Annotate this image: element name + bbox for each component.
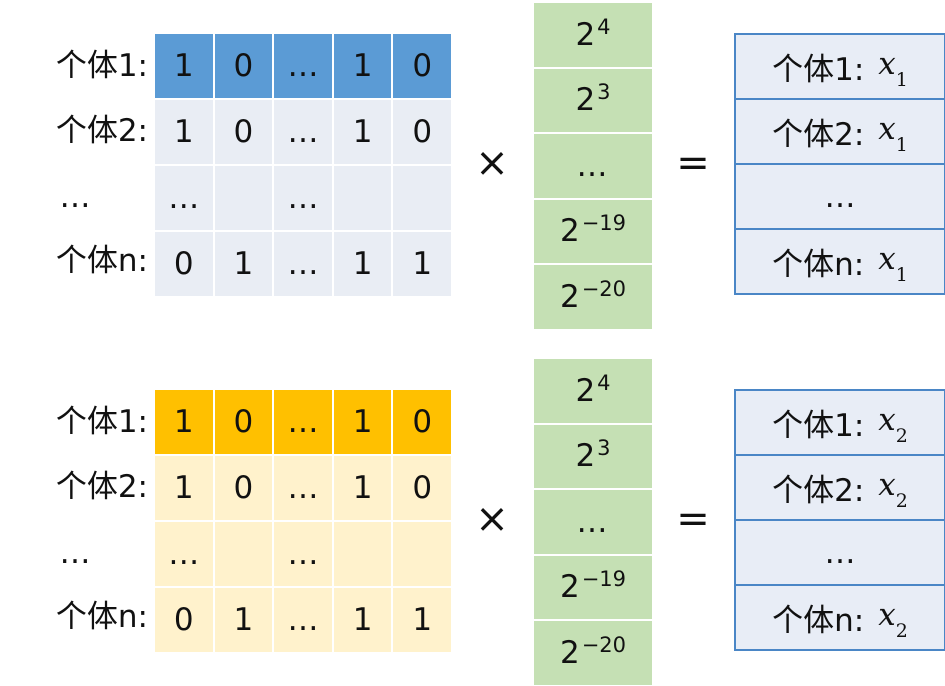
matrix-cell	[393, 166, 451, 230]
matrix-cell: 0	[214, 456, 273, 520]
result-cell: …	[736, 521, 944, 584]
result-cell: 个体1:x2	[736, 391, 944, 454]
matrix-cell	[214, 522, 273, 586]
row-label: 个体2:	[55, 469, 148, 505]
matrix-cell: …	[155, 522, 213, 586]
row-label: 个体1:	[55, 404, 148, 440]
equals-operator: =	[676, 496, 710, 542]
matrix-cell: 1	[393, 588, 451, 652]
power-cell: 2−20	[534, 621, 652, 685]
matrix-cell: 1	[393, 232, 451, 296]
matrix-cell: 1	[333, 390, 392, 454]
matrix-cell	[333, 166, 392, 230]
population-block-1: 个体1: 个体2: … 个体n: 1 0 … 1 0 1 0 … 1 0 … ……	[0, 0, 945, 330]
row-label: …	[59, 535, 91, 571]
matrix-cell: 0	[214, 390, 273, 454]
matrix-cell: 1	[155, 390, 213, 454]
equals-operator: =	[676, 140, 710, 186]
binary-matrix: 1 0 … 1 0 1 0 … 1 0 … … 0 1 … 1 1	[155, 34, 451, 296]
result-cell: 个体1:x1	[736, 35, 944, 98]
matrix-cell: …	[274, 34, 332, 98]
power-cell: …	[534, 134, 652, 198]
matrix-cell: 0	[393, 456, 451, 520]
matrix-cell: 1	[333, 588, 392, 652]
row-label: …	[59, 179, 91, 215]
row-label: 个体2:	[55, 113, 148, 149]
matrix-cell: …	[274, 456, 332, 520]
matrix-cell: …	[274, 522, 332, 586]
matrix-cell: 0	[393, 390, 451, 454]
matrix-cell	[393, 522, 451, 586]
row-label: 个体1:	[55, 48, 148, 84]
matrix-cell: 1	[333, 456, 392, 520]
matrix-cell: 0	[214, 100, 273, 164]
population-block-2: 个体1: 个体2: … 个体n: 1 0 … 1 0 1 0 … 1 0 … ……	[0, 356, 945, 686]
matrix-cell: 1	[155, 34, 213, 98]
matrix-cell: …	[274, 166, 332, 230]
power-cell: 2−20	[534, 265, 652, 329]
matrix-cell: …	[155, 166, 213, 230]
result-cell: …	[736, 165, 944, 228]
matrix-cell: 0	[214, 34, 273, 98]
result-cell: 个体2:x1	[736, 100, 944, 163]
power-cell: 2−19	[534, 199, 652, 263]
matrix-cell: …	[274, 588, 332, 652]
matrix-cell: 0	[393, 34, 451, 98]
multiply-operator: ×	[475, 496, 509, 542]
power-cell: …	[534, 490, 652, 554]
matrix-cell: 1	[155, 456, 213, 520]
result-column: 个体1:x1 个体2:x1 … 个体n:x1	[734, 33, 945, 295]
matrix-cell: …	[274, 390, 332, 454]
multiply-operator: ×	[475, 140, 509, 186]
matrix-cell	[333, 522, 392, 586]
binary-matrix: 1 0 … 1 0 1 0 … 1 0 … … 0 1 … 1 1	[155, 390, 451, 652]
matrix-cell: 1	[333, 232, 392, 296]
matrix-cell: …	[274, 100, 332, 164]
result-cell: 个体2:x2	[736, 456, 944, 519]
matrix-cell: …	[274, 232, 332, 296]
matrix-cell: 1	[214, 232, 273, 296]
matrix-cell: 0	[393, 100, 451, 164]
matrix-cell: 1	[333, 34, 392, 98]
result-column: 个体1:x2 个体2:x2 … 个体n:x2	[734, 389, 945, 651]
matrix-cell: 0	[155, 588, 213, 652]
matrix-cell	[214, 166, 273, 230]
power-cell: 2−19	[534, 555, 652, 619]
matrix-cell: 1	[214, 588, 273, 652]
matrix-cell: 0	[155, 232, 213, 296]
row-label: 个体n:	[55, 243, 148, 279]
matrix-cell: 1	[155, 100, 213, 164]
row-label: 个体n:	[55, 599, 148, 635]
result-cell: 个体n:x1	[736, 230, 944, 293]
result-cell: 个体n:x2	[736, 586, 944, 649]
matrix-cell: 1	[333, 100, 392, 164]
